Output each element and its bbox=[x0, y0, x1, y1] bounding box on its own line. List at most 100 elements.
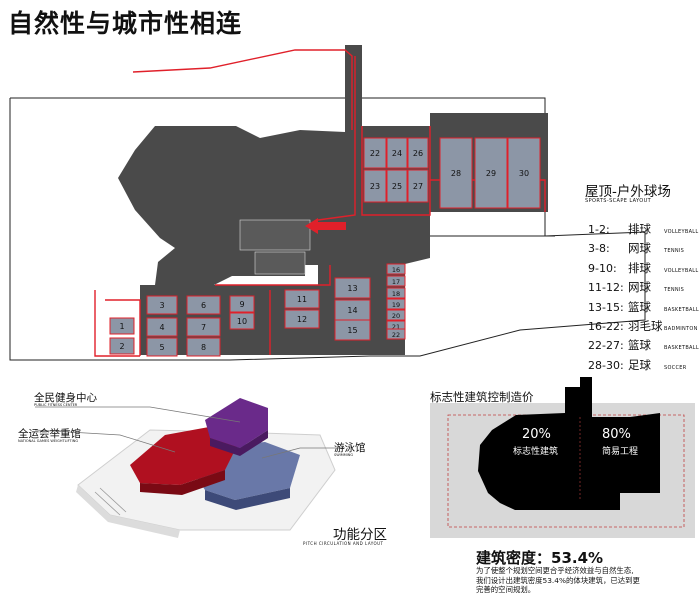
court-label: 22 bbox=[392, 331, 400, 339]
court-29 bbox=[474, 137, 508, 209]
legend-sport-en: SOCCER bbox=[664, 364, 687, 371]
court-label: 19 bbox=[392, 301, 400, 309]
court-19 bbox=[386, 298, 406, 310]
court-label: 6 bbox=[201, 301, 206, 310]
court-label: 29 bbox=[486, 169, 496, 178]
court-label: 12 bbox=[297, 315, 307, 324]
court-24 bbox=[386, 137, 408, 169]
legend-sport: 网球 bbox=[628, 280, 651, 295]
court-label: 8 bbox=[201, 343, 206, 352]
density-line: 我们设计出建筑密度53.4%的体块建筑，已达到更 bbox=[476, 575, 640, 585]
court-label: 10 bbox=[237, 317, 247, 326]
legend-range: 3-8: bbox=[588, 242, 610, 256]
landmark-right-percent: 80% bbox=[602, 427, 631, 442]
court-9 bbox=[229, 295, 255, 313]
court-label: 25 bbox=[392, 182, 402, 191]
court-3 bbox=[146, 295, 178, 315]
court-27 bbox=[407, 169, 429, 203]
court-30 bbox=[507, 137, 541, 209]
court-label: 14 bbox=[347, 306, 357, 315]
function-zones-diagram bbox=[34, 398, 345, 538]
legend-sport: 排球 bbox=[628, 260, 651, 275]
court-13 bbox=[334, 277, 371, 299]
landmark-right-label: 简易工程 bbox=[602, 447, 639, 457]
court-label: 15 bbox=[347, 326, 357, 335]
page-title: 自然性与城市性相连 bbox=[8, 9, 243, 38]
legend-sport-en: BADMINTON bbox=[664, 326, 698, 332]
court-22 bbox=[386, 328, 406, 340]
court-label: 2 bbox=[119, 342, 124, 351]
main-building bbox=[118, 45, 548, 355]
landmark-title: 标志性建筑控制造价 bbox=[430, 390, 534, 404]
legend-sport-en: TENNIS bbox=[664, 287, 685, 294]
legend-sport-en: VOLLEYBALL bbox=[664, 229, 699, 235]
court-label: 23 bbox=[370, 182, 380, 191]
landmark-left-label: 标志性建筑 bbox=[513, 447, 559, 457]
court-25 bbox=[386, 169, 408, 203]
court-label: 17 bbox=[392, 278, 400, 286]
density-title: 建筑密度：53.4% bbox=[476, 549, 604, 567]
legend-sport-en: BASKETBALL bbox=[664, 306, 699, 313]
court-label: 3 bbox=[159, 301, 164, 310]
legend-item: 13-15: 篮球 BASKETBALL bbox=[588, 299, 699, 315]
legend-sport: 足球 bbox=[628, 357, 651, 372]
legend-sport: 篮球 bbox=[628, 299, 651, 314]
court-7 bbox=[186, 317, 221, 337]
legend-range: 11-12: bbox=[588, 281, 624, 295]
court-label: 26 bbox=[413, 149, 423, 158]
court-15 bbox=[334, 319, 371, 341]
court-label: 30 bbox=[519, 169, 529, 178]
court-label: 9 bbox=[239, 300, 244, 309]
label-weightlifting: 全运会举重馆 bbox=[18, 428, 81, 440]
legend-sport: 网球 bbox=[628, 241, 651, 256]
label-swimming-en: SWIMMING bbox=[334, 453, 354, 457]
fitness-center bbox=[205, 398, 268, 448]
court-label: 21 bbox=[392, 323, 400, 331]
court-label: 7 bbox=[201, 323, 206, 332]
legend-sport-en: BASKETBALL bbox=[664, 345, 699, 352]
court-11 bbox=[284, 289, 320, 309]
court-label: 1 bbox=[119, 322, 124, 331]
density-description: 为了使整个规划空间更合乎经济效益与自然生态, 我们设计出建筑密度53.4%的体块… bbox=[476, 566, 696, 595]
legend-subtitle: SPORTS-SCAPE LAYOUT bbox=[585, 198, 652, 204]
court-20 bbox=[386, 309, 406, 321]
landmark-left-percent: 20% bbox=[522, 427, 551, 442]
legend-sport: 羽毛球 bbox=[628, 319, 663, 333]
legend-range: 28-30: bbox=[588, 358, 624, 372]
function-zones-subtitle: PITCH CIRCULATION AND LAYOUT bbox=[303, 541, 384, 546]
density-line: 为了使整个规划空间更合乎经济效益与自然生态, bbox=[476, 566, 634, 575]
court-label: 4 bbox=[159, 323, 164, 332]
function-zones-title: 功能分区 bbox=[333, 527, 387, 543]
legend-sport: 篮球 bbox=[628, 338, 651, 353]
legend-sport-en: VOLLEYBALL bbox=[664, 267, 699, 274]
landmark-mass bbox=[478, 377, 660, 510]
court-22 bbox=[363, 137, 387, 169]
legend-range: 13-15: bbox=[588, 300, 624, 314]
court-label: 20 bbox=[392, 312, 400, 320]
court-label: 11 bbox=[297, 295, 307, 304]
court-label: 28 bbox=[451, 169, 461, 178]
court-17 bbox=[386, 275, 406, 287]
court-18 bbox=[386, 287, 406, 299]
court-label: 16 bbox=[392, 266, 400, 274]
court-4 bbox=[146, 317, 178, 337]
label-fitness: 全民健身中心 bbox=[34, 392, 97, 404]
court-16 bbox=[386, 263, 406, 275]
court-label: 24 bbox=[392, 149, 402, 158]
court-label: 27 bbox=[413, 182, 423, 191]
label-weightlifting-en: NATIONAL GAMES WEIGHTLIFTING bbox=[18, 439, 79, 443]
court-26 bbox=[407, 137, 429, 169]
court-label: 13 bbox=[347, 284, 357, 293]
court-6 bbox=[186, 295, 221, 315]
court-2 bbox=[109, 337, 135, 355]
court-12 bbox=[284, 309, 320, 329]
court-5 bbox=[146, 337, 178, 357]
court-8 bbox=[186, 337, 221, 357]
legend-item: 28-30: 足球 SOCCER bbox=[588, 357, 687, 373]
court-label: 18 bbox=[392, 290, 400, 298]
court-28 bbox=[439, 137, 473, 209]
